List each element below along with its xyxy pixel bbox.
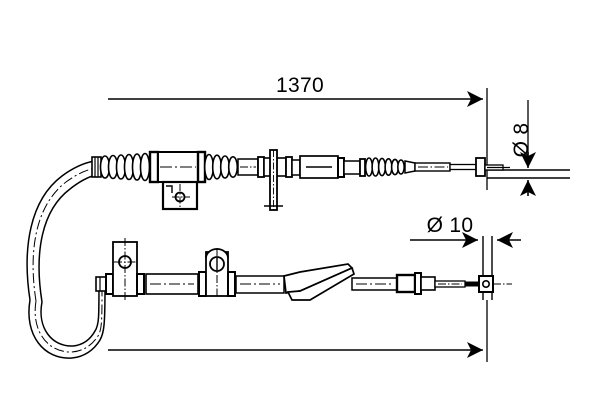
overall-length-dimension: 1370: [108, 74, 488, 190]
upper-support-pin: [257, 149, 293, 212]
lower-bend-outer: [28, 287, 106, 359]
upper-end-fitting: [475, 157, 510, 177]
lower-end-eyelet: [478, 275, 512, 293]
upper-pin-collar-right: [285, 156, 293, 178]
lower-bracket-1-collar-left: [105, 273, 114, 295]
upper-bend-outer: [26, 160, 95, 301]
lower-rod: [351, 277, 398, 291]
upper-bracket-notch: [166, 185, 173, 193]
lower-bracket-1: [105, 238, 145, 300]
lower-end-wire: [464, 281, 481, 287]
lower-adjuster-collar: [414, 272, 422, 295]
overall-length-label: 1370: [276, 74, 324, 97]
upper-cable-bend: [26, 160, 97, 303]
upper-bend-centerline: [32, 167, 96, 302]
lower-bracket-1-collar-right: [136, 273, 145, 295]
bellows-ring: [139, 152, 151, 182]
lower-bracket-2-collar-right: [227, 271, 236, 297]
upper-view: [26, 149, 510, 303]
lower-wedge-clip: [283, 263, 356, 301]
upper-link-collar: [359, 158, 366, 177]
corrugation-ring: [396, 159, 405, 175]
upper-bend-inner: [38, 174, 97, 303]
upper-link-body: [343, 160, 361, 175]
lower-view: [28, 238, 512, 359]
upper-housing: [148, 150, 207, 184]
lower-adjuster: [395, 272, 436, 295]
upper-barrel: [291, 155, 345, 179]
lower-ferrule-body: [95, 276, 107, 292]
lower-entry-ferrule: [95, 276, 107, 292]
upper-bellows-mid: [203, 153, 239, 181]
upper-housing-collar-left: [148, 150, 160, 184]
upper-ferrule-body: [91, 156, 102, 178]
lower-bracket-2-collar-left: [198, 271, 207, 297]
upper-bellows-left: [99, 152, 151, 182]
lower-cable-bend: [28, 280, 106, 359]
bottom-length-dimension: [108, 300, 488, 362]
lower-bracket-2: [198, 248, 236, 298]
diameter-10-label: Ø 10: [427, 214, 474, 237]
upper-rod-taper: [404, 160, 416, 174]
lower-bend-inner: [40, 280, 100, 347]
bellows-ring: [227, 156, 239, 179]
lower-adjuster-body: [420, 276, 436, 291]
lower-bend-centerline: [34, 283, 103, 353]
upper-ferrule: [91, 156, 102, 178]
diameter-10-dimension: Ø 10: [410, 214, 521, 300]
diameter-8-label: Ø 8: [510, 123, 533, 158]
lower-adjuster-nut: [395, 273, 417, 294]
upper-barrel-collar-right: [337, 157, 345, 178]
upper-corrugated-sleeve: [343, 157, 405, 177]
upper-rod: [404, 160, 477, 174]
lower-sleeve-1: [145, 273, 199, 295]
lower-wedge-fold: [299, 267, 353, 292]
upper-sleeve-1: [237, 158, 259, 176]
lower-eyelet-hole: [481, 279, 490, 288]
lower-sleeve-2: [235, 275, 285, 294]
upper-barrel-collar-left: [291, 159, 301, 176]
lower-end-rod: [434, 280, 481, 288]
upper-stop-sleeve: [475, 157, 486, 177]
upper-rod-thin: [449, 163, 477, 171]
upper-pin-collar-left: [257, 156, 265, 178]
upper-mounting-bracket: [161, 180, 199, 211]
